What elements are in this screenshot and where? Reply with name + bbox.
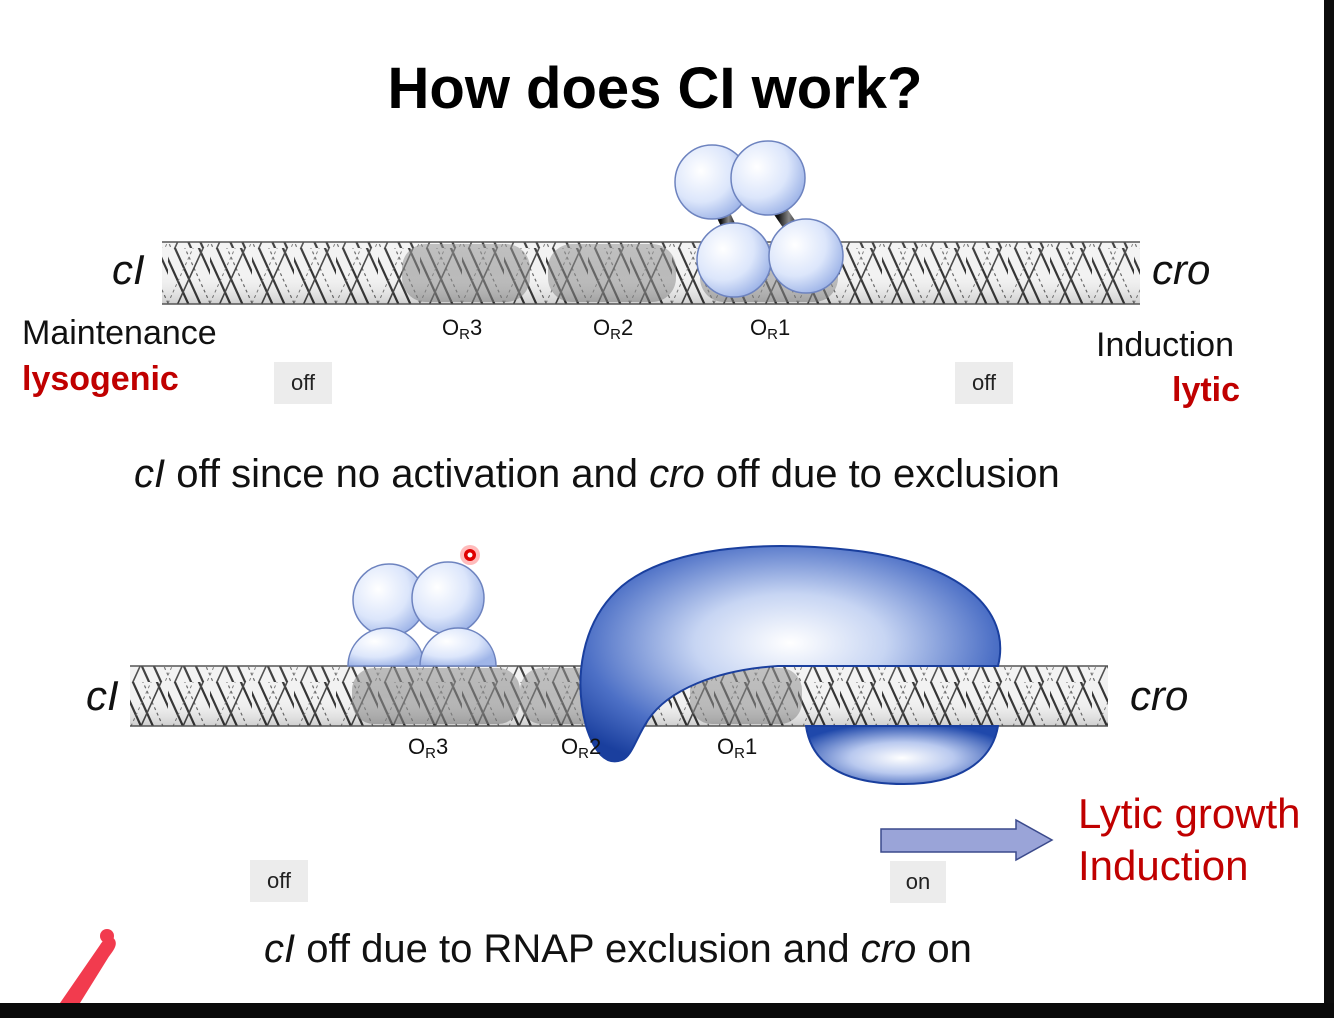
lytic-label: lytic <box>1172 371 1240 410</box>
caption-top: cI off since no activation and cro off d… <box>134 452 1060 497</box>
operator-label-or2-bottom: OR2 <box>561 734 601 762</box>
state-badge-ci-top: off <box>274 362 332 404</box>
state-badge-ci-bottom: off <box>250 860 308 902</box>
induction-label-bottom: Induction <box>1078 842 1248 890</box>
lytic-arrow <box>881 820 1052 860</box>
pen-cursor-icon <box>60 929 116 1003</box>
lysogenic-label: lysogenic <box>22 360 179 399</box>
operator-label-or3: OR3 <box>442 315 482 343</box>
ci-repressor-dimers-top <box>675 141 843 297</box>
ci-repressor-dimers-bottom <box>348 562 496 666</box>
player-bottom-bar <box>0 1003 1334 1018</box>
window-edge <box>1324 0 1334 1003</box>
maintenance-label: Maintenance <box>22 314 217 353</box>
operator-label-or2: OR2 <box>593 315 633 343</box>
induction-label-top: Induction <box>1096 326 1234 365</box>
operator-label-or3-bottom: OR3 <box>408 734 448 762</box>
gene-cro-bottom: cro <box>1130 672 1188 720</box>
gene-cro-top: cro <box>1152 246 1210 294</box>
caption-bottom: cI off due to RNAP exclusion and cro on <box>264 927 972 972</box>
pointer-dot <box>460 545 480 565</box>
state-badge-cro-top: off <box>955 362 1013 404</box>
state-badge-cro-bottom: on <box>890 861 946 903</box>
dna-top <box>162 242 1140 304</box>
slide: How does CI work? <box>0 0 1324 1003</box>
lytic-growth-label: Lytic growth <box>1078 790 1301 838</box>
operator-label-or1-bottom: OR1 <box>717 734 757 762</box>
operator-label-or1: OR1 <box>750 315 790 343</box>
rna-polymerase <box>581 546 1001 784</box>
gene-ci-top: cI <box>112 246 145 294</box>
gene-ci-bottom: cI <box>86 672 119 720</box>
